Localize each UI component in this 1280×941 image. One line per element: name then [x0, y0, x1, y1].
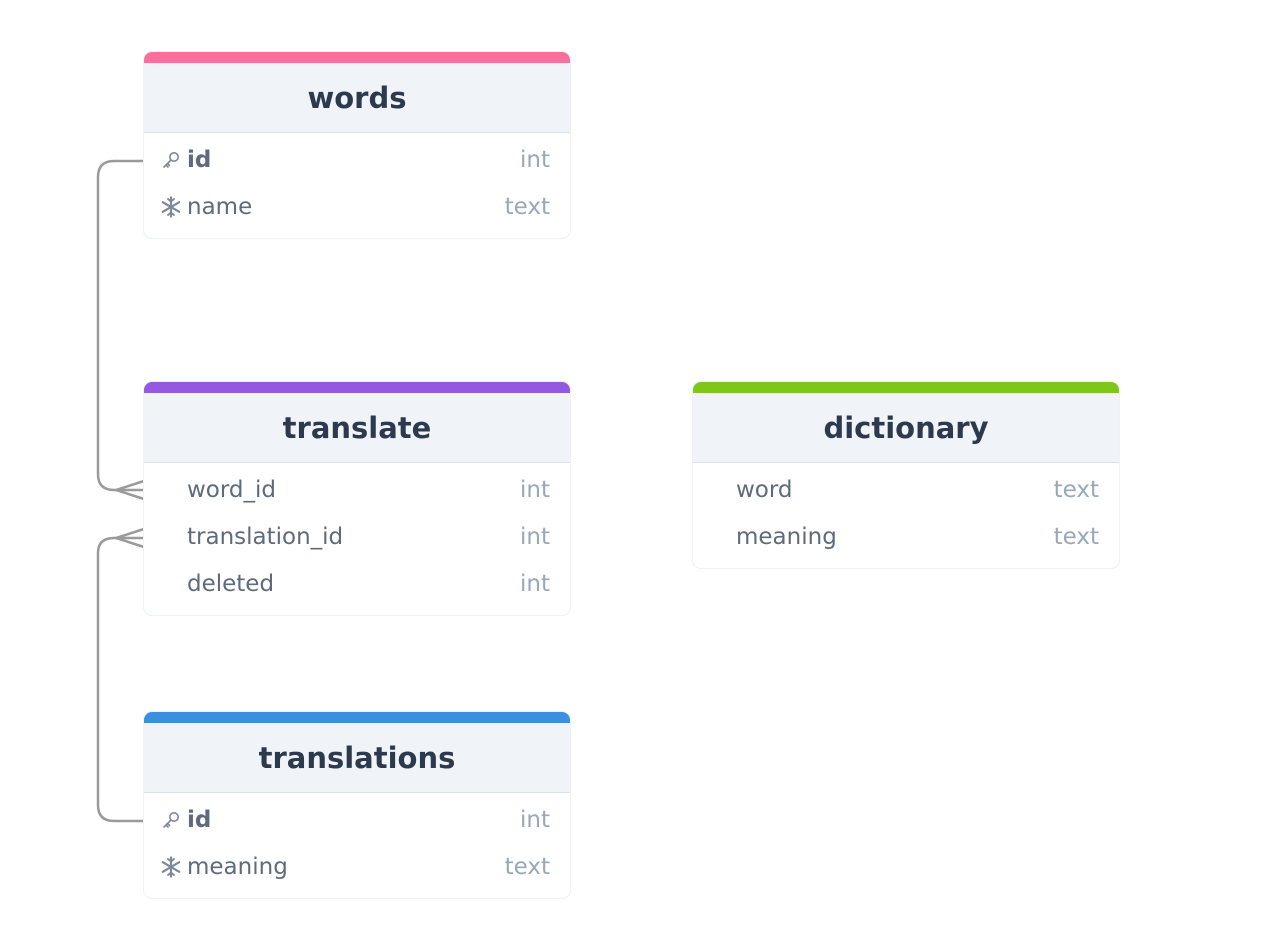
table-dictionary[interactable]: dictionary word text meaning text [693, 382, 1119, 568]
field-name: id [187, 146, 212, 173]
field-type: int [520, 806, 550, 833]
field-type: int [520, 146, 550, 173]
table-title[interactable]: translations [144, 723, 570, 793]
field-list: id int name text [144, 133, 570, 238]
field-list: id int meaning text [144, 793, 570, 898]
field-type: int [520, 523, 550, 550]
field-type: text [1053, 523, 1099, 550]
table-title[interactable]: translate [144, 393, 570, 463]
snowflake-icon [160, 855, 182, 878]
field-type: int [520, 476, 550, 503]
table-words[interactable]: words id int [144, 52, 570, 238]
field-row-word[interactable]: word text [693, 466, 1119, 513]
table-color-bar [693, 382, 1119, 393]
field-row-name[interactable]: name text [144, 183, 570, 230]
field-row-word-id[interactable]: word_id int [144, 466, 570, 513]
relation-line [96, 536, 144, 823]
field-row-id[interactable]: id int [144, 796, 570, 843]
key-icon [160, 809, 182, 831]
table-color-bar [144, 52, 570, 63]
field-name: word [736, 476, 793, 503]
field-row-id[interactable]: id int [144, 136, 570, 183]
key-icon [160, 149, 182, 171]
table-title[interactable]: dictionary [693, 393, 1119, 463]
crows-foot-marker [111, 527, 145, 549]
field-row-meaning[interactable]: meaning text [144, 843, 570, 890]
table-translations[interactable]: translations id int [144, 712, 570, 898]
relation-line [96, 159, 144, 492]
field-list: word text meaning text [693, 463, 1119, 568]
snowflake-icon [160, 195, 182, 218]
field-type: text [504, 193, 550, 220]
table-translate[interactable]: translate word_id int translation_id int… [144, 382, 570, 615]
field-name: deleted [187, 570, 275, 597]
field-name: id [187, 806, 212, 833]
table-color-bar [144, 712, 570, 723]
field-name: meaning [187, 853, 288, 880]
field-type: text [504, 853, 550, 880]
field-row-deleted[interactable]: deleted int [144, 560, 570, 607]
field-type: int [520, 570, 550, 597]
field-type: text [1053, 476, 1099, 503]
relation-words-translate[interactable] [96, 159, 145, 501]
field-name: meaning [736, 523, 837, 550]
table-title[interactable]: words [144, 63, 570, 133]
field-name: name [187, 193, 253, 220]
field-row-translation-id[interactable]: translation_id int [144, 513, 570, 560]
relation-translations-translate[interactable] [96, 527, 145, 823]
field-name: translation_id [187, 523, 344, 550]
field-row-meaning[interactable]: meaning text [693, 513, 1119, 560]
table-color-bar [144, 382, 570, 393]
field-list: word_id int translation_id int deleted i… [144, 463, 570, 615]
crows-foot-marker [111, 479, 145, 501]
field-name: word_id [187, 476, 277, 503]
